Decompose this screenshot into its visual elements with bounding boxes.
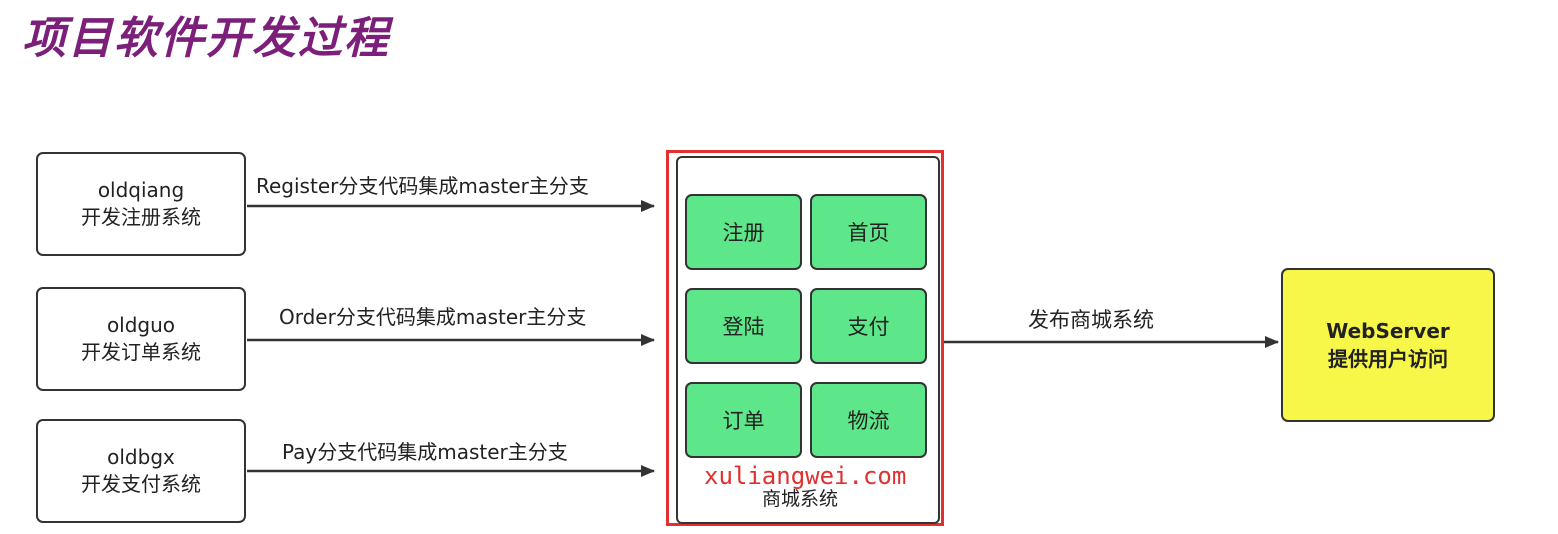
developer-box-oldqiang: oldqiang 开发注册系统 [36,152,246,256]
module-order: 订单 [685,382,802,458]
arrow-label-register: Register分支代码集成master主分支 [256,174,589,198]
developer-box-oldguo: oldguo 开发订单系统 [36,287,246,391]
module-home: 首页 [810,194,927,270]
page-title: 项目软件开发过程 [22,13,390,64]
mall-system-label: 商城系统 [762,488,839,510]
developer-task: 开发支付系统 [81,472,201,496]
arrow-label-order: Order分支代码集成master主分支 [279,305,587,329]
developer-name: oldbgx [107,445,175,469]
watermark: xuliangwei.com [704,462,907,490]
module-register: 注册 [685,194,802,270]
arrow-label-pay: Pay分支代码集成master主分支 [282,440,568,464]
developer-name: oldqiang [97,178,185,202]
developer-box-oldbgx: oldbgx 开发支付系统 [36,419,246,523]
developer-task: 开发订单系统 [81,340,201,364]
webserver-box: WebServer 提供用户访问 [1281,268,1495,422]
module-payment: 支付 [810,288,927,364]
module-logistics: 物流 [810,382,927,458]
webserver-name: WebServer [1326,319,1450,343]
developer-task: 开发注册系统 [81,205,201,229]
publish-label: 发布商城系统 [1028,308,1154,332]
module-login: 登陆 [685,288,802,364]
webserver-desc: 提供用户访问 [1328,347,1448,371]
developer-name: oldguo [106,313,176,337]
highlight-frame [666,150,944,526]
